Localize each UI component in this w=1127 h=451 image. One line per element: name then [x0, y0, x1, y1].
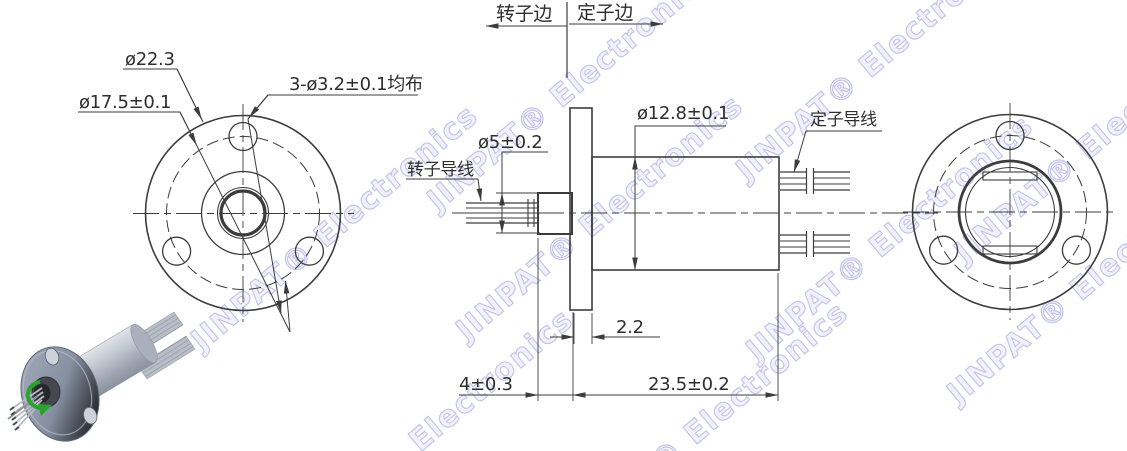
bolt-circle — [166, 136, 320, 290]
dim-bottom: 4±0.3 23.5±0.2 — [459, 238, 779, 401]
flange-thickness-text: 2.2 — [616, 317, 644, 338]
dim-bolt-circle: ø17.5±0.1 — [78, 92, 291, 333]
mount-hole-right — [1061, 235, 1092, 265]
mount-hole-left — [928, 235, 959, 265]
mount-hole-right — [294, 236, 325, 266]
rotation-arrow — [25, 380, 52, 416]
mount-holes-text: 3-ø3.2±0.1均布 — [289, 74, 423, 95]
front-view: ø22.3 ø17.5±0.1 3-ø3.2±0.1均布 — [78, 49, 423, 333]
flange-hole-top — [44, 347, 60, 366]
bolt-circle — [933, 135, 1087, 289]
mount-hole-left — [161, 236, 192, 266]
product-photo — [7, 311, 196, 442]
flange-outline — [911, 113, 1109, 311]
dim-body-od: ø12.8±0.1 — [632, 103, 729, 271]
dim-flange-thickness: 2.2 — [550, 313, 660, 344]
wire-slot-bottom — [982, 245, 1038, 255]
flange-od-text: ø22.3 — [125, 49, 175, 70]
flange-hole-bottom — [83, 407, 98, 425]
mount-hole-top — [228, 121, 258, 152]
rear-view — [903, 103, 1118, 320]
stator-body — [591, 156, 780, 271]
dim-shaft-od: ø5±0.2 — [478, 132, 548, 234]
rotor-hub — [537, 192, 573, 235]
shaft-od-text: ø5±0.2 — [478, 132, 542, 153]
body-od-text: ø12.8±0.1 — [637, 103, 729, 124]
wire-tips — [9, 406, 20, 431]
flange-outline — [144, 114, 342, 312]
dim-flange-od: ø22.3 — [123, 49, 204, 123]
label-rotor-leads: 转子导线 — [406, 160, 483, 202]
stator-lead-wires-bottom — [780, 231, 850, 257]
body-length-text: 23.5±0.2 — [648, 374, 729, 395]
wire-slot-top — [982, 171, 1038, 181]
rotor-side-label: 转子边 — [496, 3, 552, 25]
hub-protrusion-text: 4±0.3 — [459, 374, 513, 395]
stator-leads-text: 定子导线 — [810, 110, 877, 130]
body-tube-outline — [957, 159, 1063, 265]
stator-side-label: 定子边 — [577, 2, 633, 24]
label-stator-leads: 定子导线 — [793, 110, 882, 173]
side-indicator-header: 转子边 定子边 — [485, 2, 664, 78]
shaft-bore-circle — [219, 189, 267, 237]
flange-plate — [569, 107, 593, 311]
mount-hole-top — [995, 120, 1025, 151]
dim-mount-holes: 3-ø3.2±0.1均布 — [247, 74, 423, 314]
body-inner-circle — [964, 166, 1056, 258]
side-view: ø12.8±0.1 ø5±0.2 转子导线 定子导线 — [406, 103, 938, 401]
bolt-circle-text: ø17.5±0.1 — [79, 92, 171, 113]
stator-lead-wires-top — [780, 168, 850, 194]
rotor-leads-text: 转子导线 — [407, 160, 474, 180]
hub-boss-circle — [200, 170, 286, 256]
